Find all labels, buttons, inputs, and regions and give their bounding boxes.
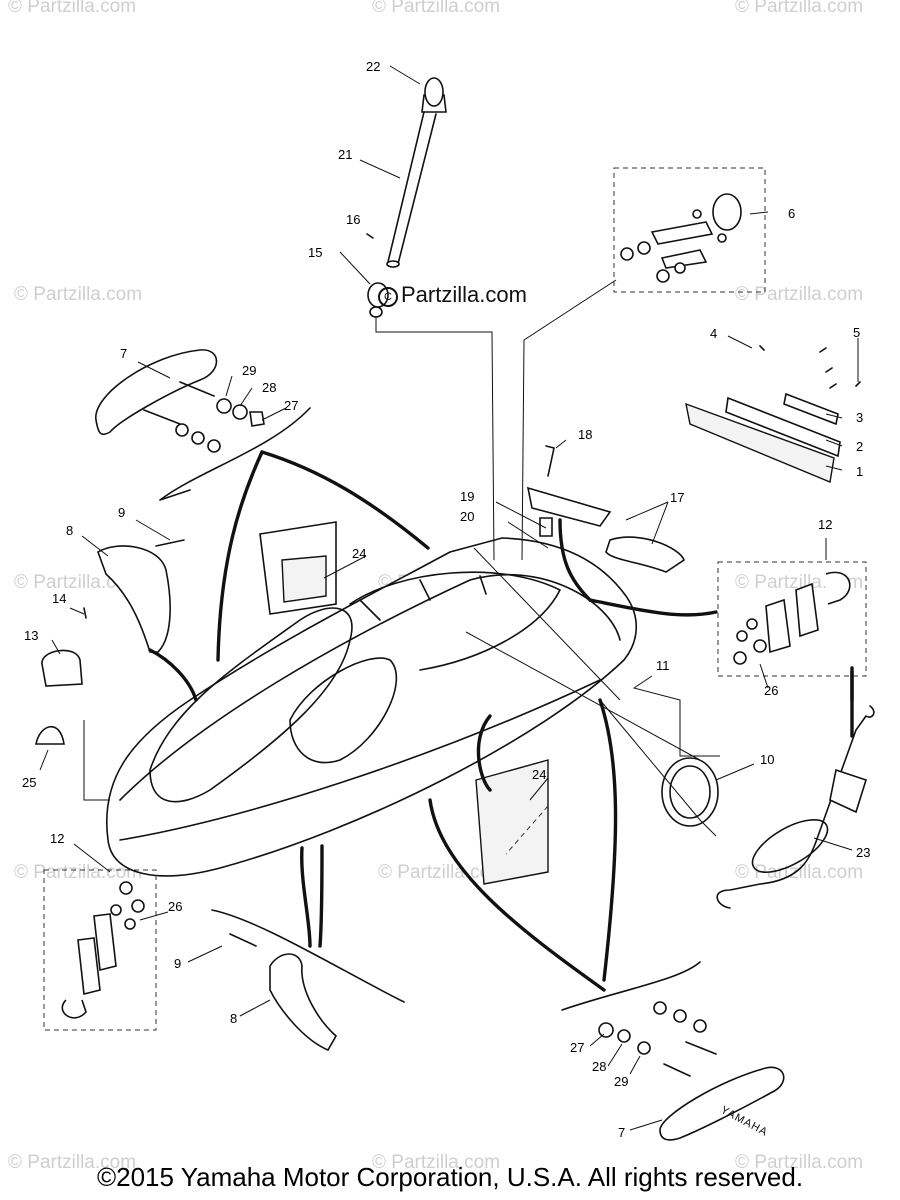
watermark: © Partzilla.com [8, 0, 137, 17]
callout-5: 5 [853, 325, 861, 340]
callout-13: 13 [24, 628, 39, 643]
callout-14: 14 [52, 591, 67, 606]
callout-8-upper: 8 [66, 523, 74, 538]
callout-25: 25 [22, 775, 37, 790]
callout-3: 3 [856, 410, 864, 425]
seat-pad [97, 539, 185, 653]
bow-eye-assembly [613, 167, 766, 293]
callout-6: 6 [788, 206, 796, 221]
callout-11: 11 [656, 658, 670, 673]
callout-10: 10 [760, 752, 775, 767]
callout-2: 2 [856, 439, 864, 454]
copyright-notice: ©2015 Yamaha Motor Corporation, U.S.A. A… [96, 1162, 804, 1192]
callout-7-upper: 7 [120, 346, 128, 361]
callout-17: 17 [670, 490, 685, 505]
watermark: © Partzilla.com [372, 0, 501, 17]
watermark: © Partzilla.com [735, 284, 864, 305]
callout-22: 22 [366, 59, 381, 74]
callout-29-upper: 29 [242, 363, 257, 378]
callout-26-left: 26 [168, 899, 183, 914]
upper-handle-assembly [95, 349, 311, 501]
watermark: © Partzilla.com [735, 862, 864, 883]
net-storage [259, 521, 549, 885]
lower-handle-assembly [561, 961, 785, 1141]
right-cleat-assembly [717, 561, 867, 677]
callout-29-lower: 29 [614, 1074, 629, 1089]
lower-handle [211, 909, 405, 1052]
callout-23: 23 [856, 845, 871, 860]
watermark: © Partzilla.com [372, 1152, 501, 1173]
boat-hull [106, 537, 637, 877]
callout-12-right: 12 [818, 517, 833, 532]
connector-lines [148, 450, 854, 992]
callout-21: 21 [338, 147, 353, 162]
callout-26-right: 26 [764, 683, 779, 698]
callout-19: 19 [460, 489, 475, 504]
brand-symbol: C [378, 287, 398, 307]
callout-12-left: 12 [50, 831, 65, 846]
callout-16: 16 [346, 212, 361, 227]
watermark: © Partzilla.com [14, 862, 143, 883]
callout-18: 18 [578, 427, 593, 442]
yamaha-decal: YAMAHA [719, 1104, 770, 1139]
callout-9-lower: 9 [174, 956, 182, 971]
deck-plate [661, 757, 719, 827]
watermark: © Partzilla.com [8, 1152, 137, 1173]
callout-28-lower: 28 [592, 1059, 607, 1074]
callout-9-upper: 9 [118, 505, 126, 520]
callout-1: 1 [856, 464, 864, 479]
callout-7-lower: 7 [618, 1125, 626, 1140]
left-cleat-assembly [43, 869, 157, 1031]
callout-24-lower: 24 [532, 767, 547, 782]
watermark: © Partzilla.com [378, 862, 507, 883]
callout-27-lower: 27 [570, 1040, 585, 1055]
watermark: © Partzilla.com [14, 284, 143, 305]
callout-15: 15 [308, 245, 323, 260]
lamp-parts [35, 607, 87, 745]
watermark: © Partzilla.com [735, 0, 864, 17]
gunwale-rail [685, 345, 861, 483]
brand-text: Partzilla.com [401, 282, 527, 307]
callout-8-lower: 8 [230, 1011, 238, 1026]
callout-20: 20 [460, 509, 475, 524]
watermark: © Partzilla.com [735, 1152, 864, 1173]
leader-lines [39, 65, 859, 1131]
callout-24-upper: 24 [352, 546, 367, 561]
callout-4: 4 [710, 326, 718, 341]
callout-27-upper: 27 [284, 398, 299, 413]
callout-28-upper: 28 [262, 380, 277, 395]
